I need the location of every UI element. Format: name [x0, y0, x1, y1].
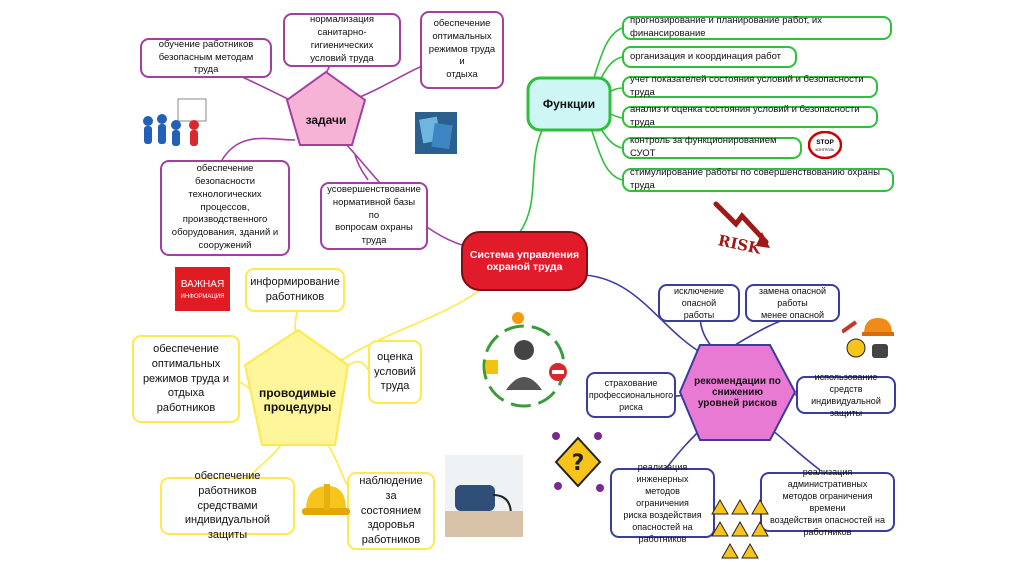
hard-hat-icon	[300, 478, 352, 522]
center-title: Система управления охраной труда	[462, 232, 587, 290]
task-item-sanitary: нормализация санитарно-гигиенических усл…	[283, 13, 401, 67]
stop-control-icon: STOP КОНТРОЛЬ	[808, 131, 842, 159]
procedure-item-informing: информирование работников	[245, 268, 345, 312]
ppe-equipment-icon	[842, 312, 894, 362]
procedure-item-ppe: обеспечение работников средствами индиви…	[160, 477, 295, 535]
stop-sign-word: STOP	[816, 139, 834, 146]
recommendation-item-replacement: замена опасной работы менее опасной	[745, 284, 840, 322]
task-item-regulatory: усовершенствование нормативной базы по в…	[320, 182, 428, 250]
stop-sign-sub: КОНТРОЛЬ	[816, 148, 836, 152]
hazard-question-icon: ?	[548, 428, 608, 498]
function-item-analysis: анализ и оценка состояния условий и безо…	[622, 106, 878, 128]
function-item-control: контроль за функционированием СУОТ	[622, 137, 802, 159]
tasks-hub-title: задачи	[287, 100, 365, 140]
task-item-tech-safety: обеспечение безопасности технологических…	[160, 160, 290, 256]
recommendation-item-ppe: использование средств индивидуальной защ…	[796, 376, 896, 414]
procedure-item-assessment: оценка условий труда	[368, 340, 422, 404]
procedures-hub-title: проводимые процедуры	[250, 370, 345, 430]
important-info-sign: ВАЖНАЯ ИНФОРМАЦИЯ	[175, 267, 230, 311]
recommendation-item-administrative: реализация административных методов огра…	[760, 472, 895, 532]
important-sign-line2: ИНФОРМАЦИЯ	[181, 294, 225, 300]
recommendation-item-insurance: страхование профессионального риска	[586, 372, 676, 418]
function-item-stimulation: стимулирование работы по совершенствован…	[622, 168, 894, 192]
documents-photo-icon	[415, 112, 457, 154]
blood-pressure-photo	[445, 455, 523, 537]
functions-hub-title: Функции	[528, 78, 610, 130]
recommendation-item-exclusion: исключение опасной работы	[658, 284, 740, 322]
worker-safety-collage	[478, 310, 570, 418]
function-item-accounting: учет показателей состояния условий и без…	[622, 76, 878, 98]
recommendations-hub-title: рекомендации по снижению уровней рисков	[685, 362, 790, 422]
task-item-work-rest: обеспечение оптимальных режимов труда и …	[420, 11, 504, 89]
function-item-planning: прогнозирование и планирование работ, их…	[622, 16, 892, 40]
recommendation-item-engineering: реализация инженерных методов ограничени…	[610, 468, 715, 538]
training-people-icon	[138, 95, 210, 151]
function-item-organization: организация и координация работ	[622, 46, 797, 68]
procedure-item-work-rest: обеспечение оптимальных режимов труда и …	[132, 335, 240, 423]
procedure-item-health: наблюдение за состоянием здоровья работн…	[347, 472, 435, 550]
risk-arrow-icon: RISK	[712, 198, 774, 260]
task-item-training: обучение работников безопасным методам т…	[140, 38, 272, 78]
important-sign-line1: ВАЖНАЯ	[181, 279, 224, 290]
hazard-signs-icon	[710, 498, 770, 574]
svg-text:?: ?	[572, 451, 585, 476]
